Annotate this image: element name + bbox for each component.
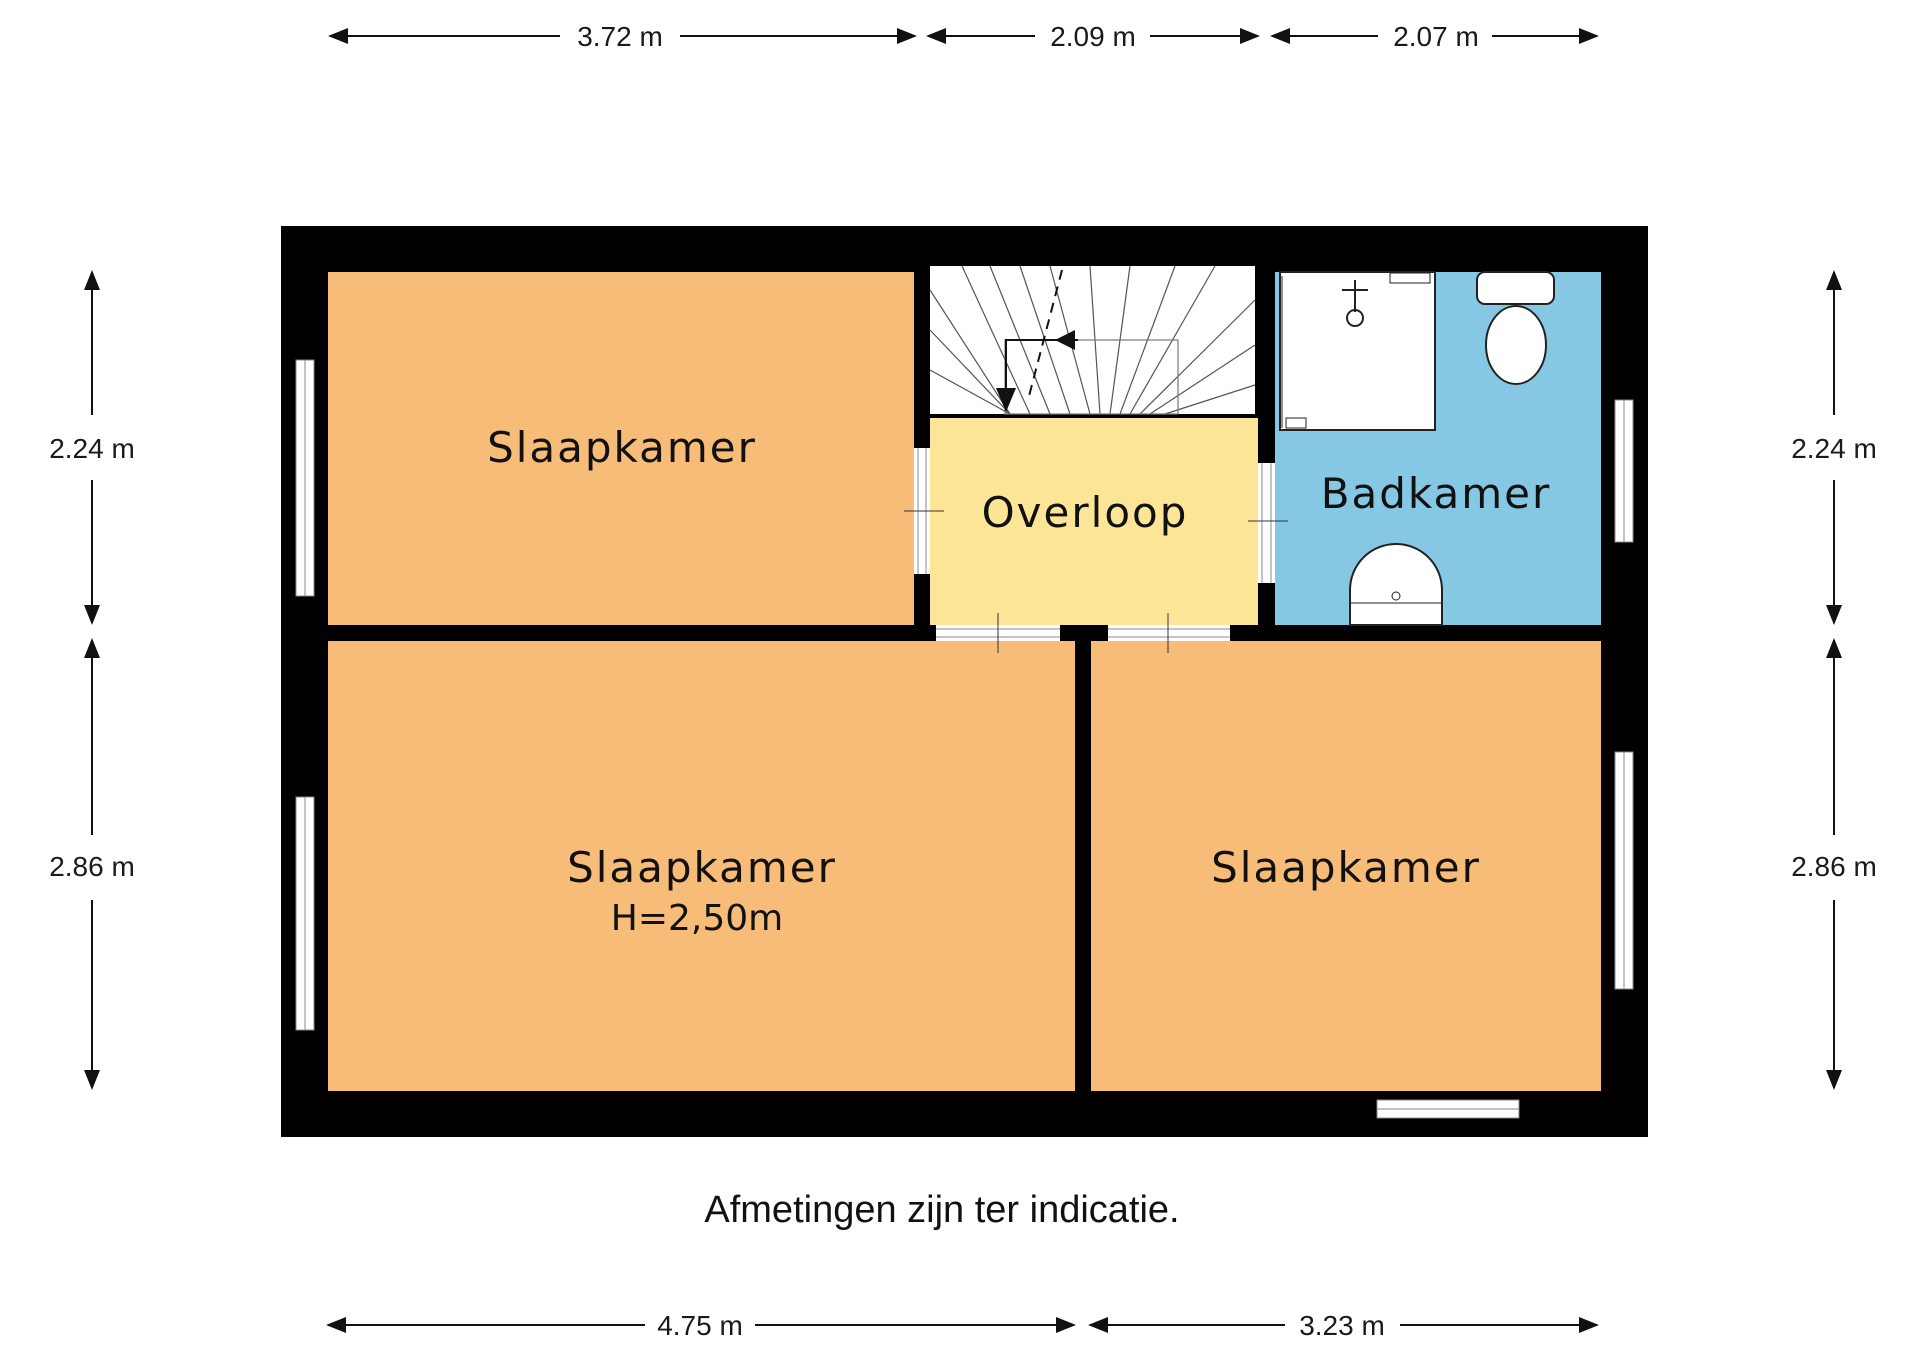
label-bedroom-bottom-right: Slaapkamer bbox=[1211, 843, 1481, 892]
window-right-top bbox=[1614, 399, 1634, 543]
label-bathroom: Badkamer bbox=[1321, 469, 1552, 518]
room-bedroom-bottom-left bbox=[328, 641, 1075, 1091]
dimension-lines-top: 3.72 m 2.09 m 2.07 m bbox=[328, 21, 1599, 52]
door-bedroom-bottom-left[interactable] bbox=[936, 613, 1060, 653]
toilet-icon bbox=[1476, 271, 1555, 385]
door-bathroom[interactable] bbox=[1248, 463, 1288, 583]
label-bedroom-top: Slaapkamer bbox=[487, 423, 757, 472]
window-left-bottom bbox=[295, 796, 315, 1031]
stairs-arrow-left bbox=[1055, 330, 1075, 350]
dimension-bottom-1: 4.75 m bbox=[657, 1310, 743, 1341]
dimension-top-3: 2.07 m bbox=[1393, 21, 1479, 52]
shower-icon bbox=[1279, 271, 1436, 431]
dimension-lines-right: 2.24 m 2.86 m bbox=[1791, 270, 1877, 1090]
dimension-left-2: 2.86 m bbox=[49, 851, 135, 882]
label-bedroom-bottom-left: Slaapkamer bbox=[567, 843, 837, 892]
window-right-bottom bbox=[1614, 751, 1634, 990]
dimension-top-2: 2.09 m bbox=[1050, 21, 1136, 52]
sink-icon bbox=[1349, 543, 1443, 626]
dimension-bottom-2: 3.23 m bbox=[1299, 1310, 1385, 1341]
window-left-top bbox=[295, 359, 315, 597]
door-bedroom-bottom-right[interactable] bbox=[1108, 613, 1230, 653]
door-bedroom-top[interactable] bbox=[904, 448, 944, 574]
dimension-right-2: 2.86 m bbox=[1791, 851, 1877, 882]
dimension-lines-bottom: 4.75 m 3.23 m bbox=[326, 1310, 1599, 1341]
window-bottom bbox=[1376, 1099, 1520, 1119]
dimension-top-1: 3.72 m bbox=[577, 21, 663, 52]
stairs-arrow-down bbox=[996, 388, 1016, 412]
dimension-right-1: 2.24 m bbox=[1791, 433, 1877, 464]
disclaimer-note: Afmetingen zijn ter indicatie. bbox=[704, 1189, 1179, 1231]
stairs-icon bbox=[929, 265, 1256, 415]
room-landing bbox=[930, 418, 1258, 625]
label-landing: Overloop bbox=[982, 488, 1189, 537]
label-ceiling-height: H=2,50m bbox=[611, 898, 783, 939]
room-bedroom-bottom-right bbox=[1091, 641, 1601, 1091]
room-bedroom-top bbox=[328, 272, 914, 625]
dimension-lines-left: 2.24 m 2.86 m bbox=[49, 270, 135, 1090]
dimension-left-1: 2.24 m bbox=[49, 433, 135, 464]
